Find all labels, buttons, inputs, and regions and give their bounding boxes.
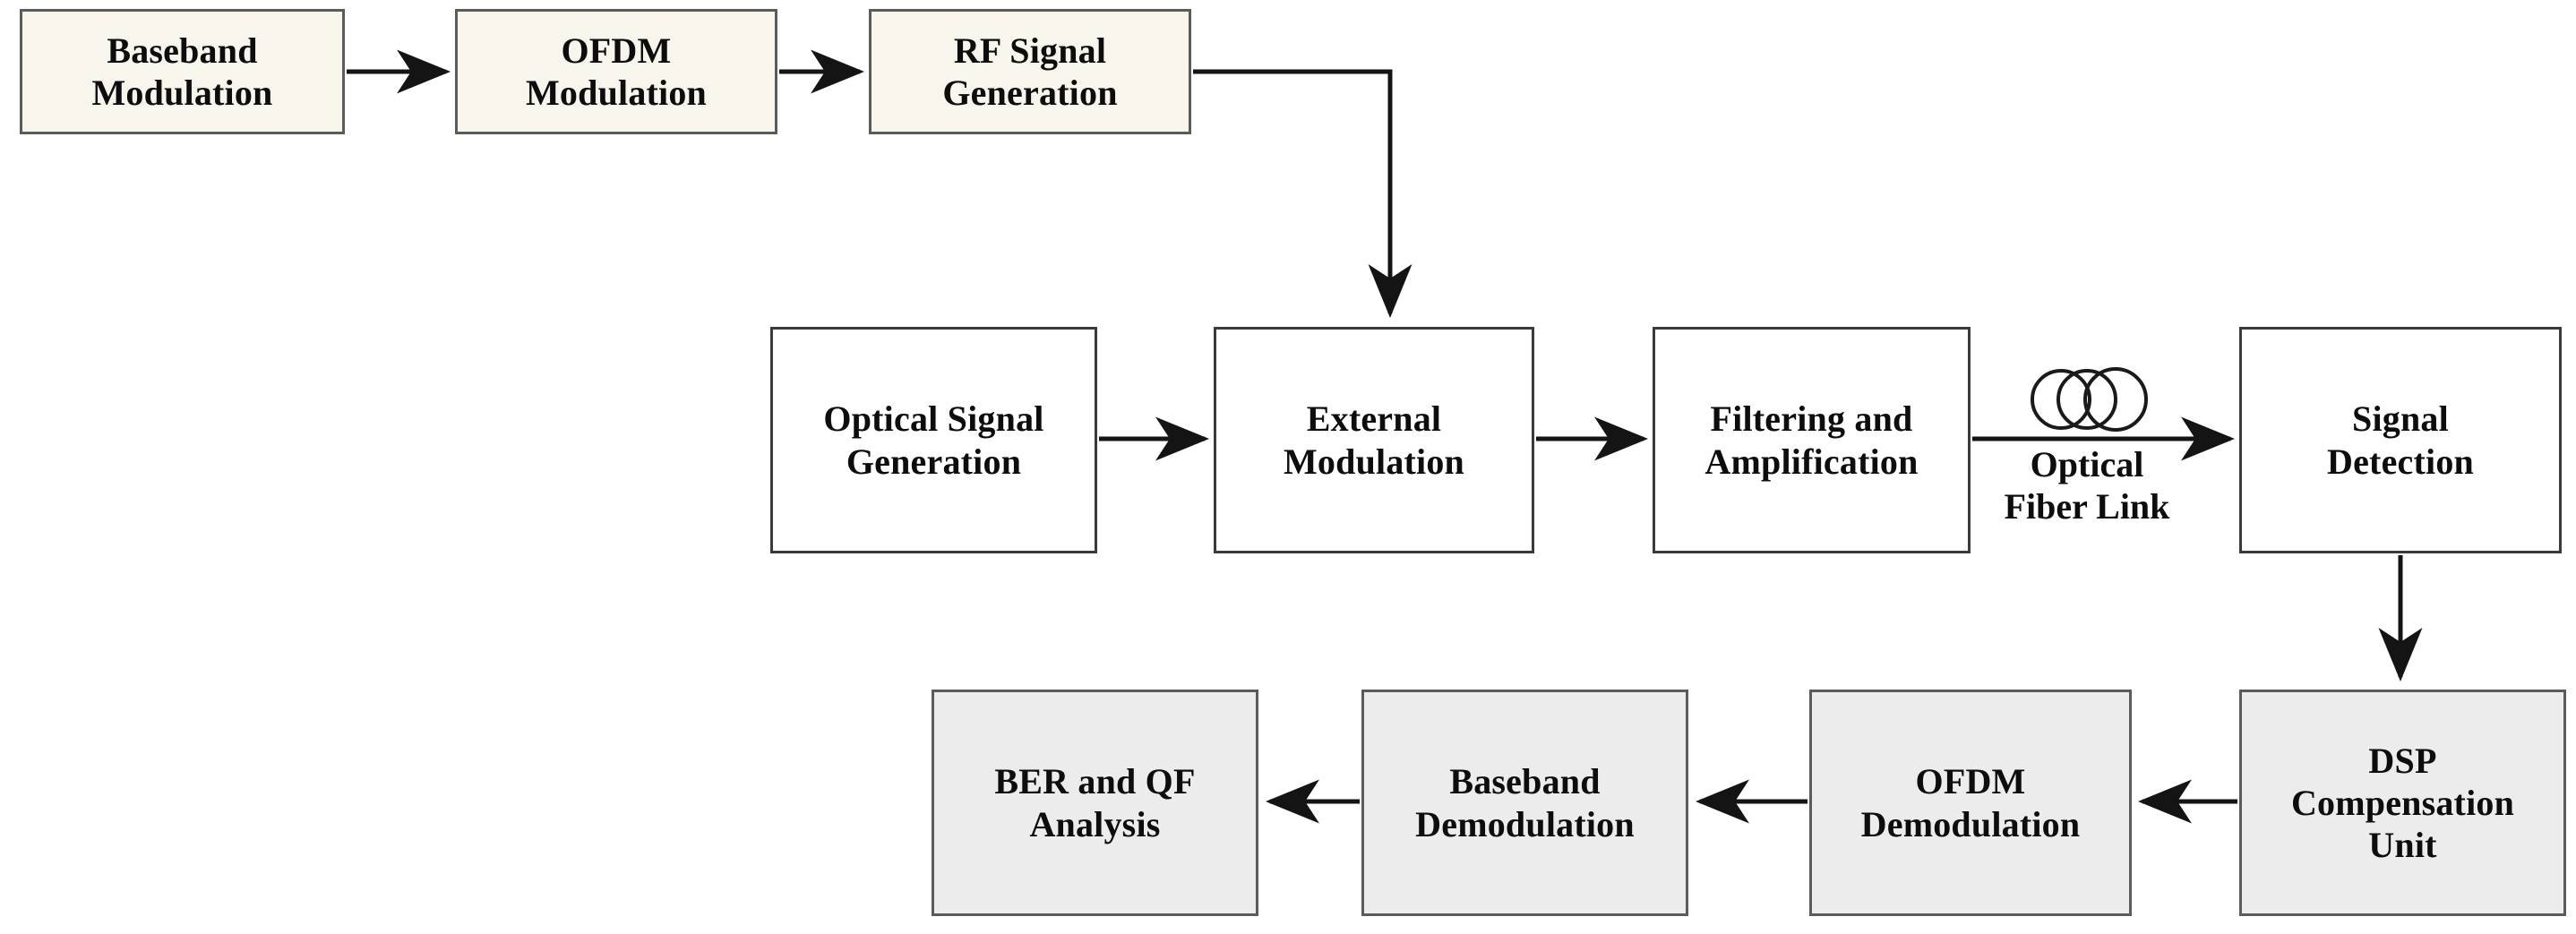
optical-fiber-link-label: Optical Fiber Link — [2004, 444, 2170, 527]
node-label: Optical Signal Generation — [823, 398, 1044, 482]
node-label: OFDM Demodulation — [1860, 761, 2081, 844]
node-ofdm-modulation[interactable]: OFDM Modulation — [455, 9, 777, 134]
node-label: Baseband Demodulation — [1415, 761, 1635, 844]
node-external-modulation[interactable]: External Modulation — [1214, 327, 1534, 553]
node-optical-signal-generation[interactable]: Optical Signal Generation — [770, 327, 1097, 553]
node-filtering-and-amplification[interactable]: Filtering and Amplification — [1653, 327, 1971, 553]
node-label: Filtering and Amplification — [1704, 398, 1919, 482]
node-label: External Modulation — [1283, 398, 1465, 482]
node-dsp-compensation-unit[interactable]: DSP Compensation Unit — [2239, 690, 2566, 916]
node-label: DSP Compensation Unit — [2290, 740, 2515, 866]
optical-fiber-coil-icon — [2031, 367, 2148, 432]
node-label: BER and QF Analysis — [994, 761, 1196, 844]
node-label: OFDM Modulation — [525, 30, 708, 113]
node-baseband-modulation[interactable]: Baseband Modulation — [20, 9, 345, 134]
node-baseband-demodulation[interactable]: Baseband Demodulation — [1361, 690, 1688, 916]
node-label: Signal Detection — [2327, 398, 2474, 482]
node-ber-and-qf-analysis[interactable]: BER and QF Analysis — [932, 690, 1258, 916]
node-label: RF Signal Generation — [942, 30, 1118, 113]
node-ofdm-demodulation[interactable]: OFDM Demodulation — [1809, 690, 2132, 916]
node-rf-signal-generation[interactable]: RF Signal Generation — [869, 9, 1191, 134]
node-label: Baseband Modulation — [91, 30, 273, 113]
edge-rf-to-external — [1193, 69, 1413, 318]
node-signal-detection[interactable]: Signal Detection — [2239, 327, 2562, 553]
